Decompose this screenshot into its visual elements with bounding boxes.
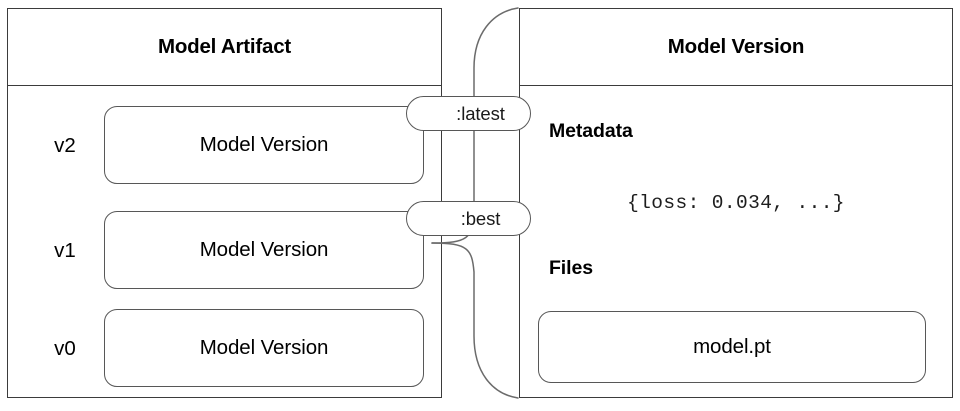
file-card-label-model-pt: model.pt (693, 335, 771, 358)
model-version-title: Model Version (667, 35, 805, 58)
model-artifact-header: Model Artifact (8, 9, 441, 86)
files-heading: Files (549, 257, 593, 279)
tag-chip-best[interactable]: :best (406, 201, 531, 236)
version-label-v0: v0 (54, 337, 76, 360)
version-card-label-v0: Model Version (199, 336, 329, 359)
version-card-label-v2: Model Version (199, 133, 329, 156)
model-artifact-body: v2 Model Version :latest v1 Model Versio… (8, 86, 531, 397)
model-version-body: Metadata {loss: 0.034, ...} Files model.… (520, 86, 952, 397)
file-card-model-pt[interactable]: model.pt (538, 311, 926, 383)
metadata-value: {loss: 0.034, ...} (627, 192, 845, 214)
model-version-panel: Model Version Metadata {loss: 0.034, ...… (519, 8, 953, 398)
tag-chip-best-label: :best (460, 207, 501, 229)
version-row-v0: v0 Model Version (8, 309, 441, 389)
version-card-v2[interactable]: Model Version :latest (104, 96, 531, 184)
model-version-header: Model Version (520, 9, 952, 86)
version-label-v1: v1 (54, 239, 76, 262)
version-row-v1: v1 Model Version :best (8, 201, 531, 291)
version-row-v2: v2 Model Version :latest (8, 96, 531, 186)
version-card-v1[interactable]: Model Version :best (104, 201, 531, 289)
tag-chip-latest-label: :latest (456, 102, 505, 124)
metadata-heading: Metadata (549, 120, 633, 142)
version-card-label-v1: Model Version (199, 238, 329, 261)
version-card-v0[interactable]: Model Version (104, 309, 424, 387)
tag-chip-latest[interactable]: :latest (406, 96, 531, 131)
version-label-v2: v2 (54, 134, 76, 157)
model-artifact-title: Model Artifact (157, 35, 292, 58)
model-artifact-panel: Model Artifact v2 Model Version :latest … (7, 8, 531, 398)
